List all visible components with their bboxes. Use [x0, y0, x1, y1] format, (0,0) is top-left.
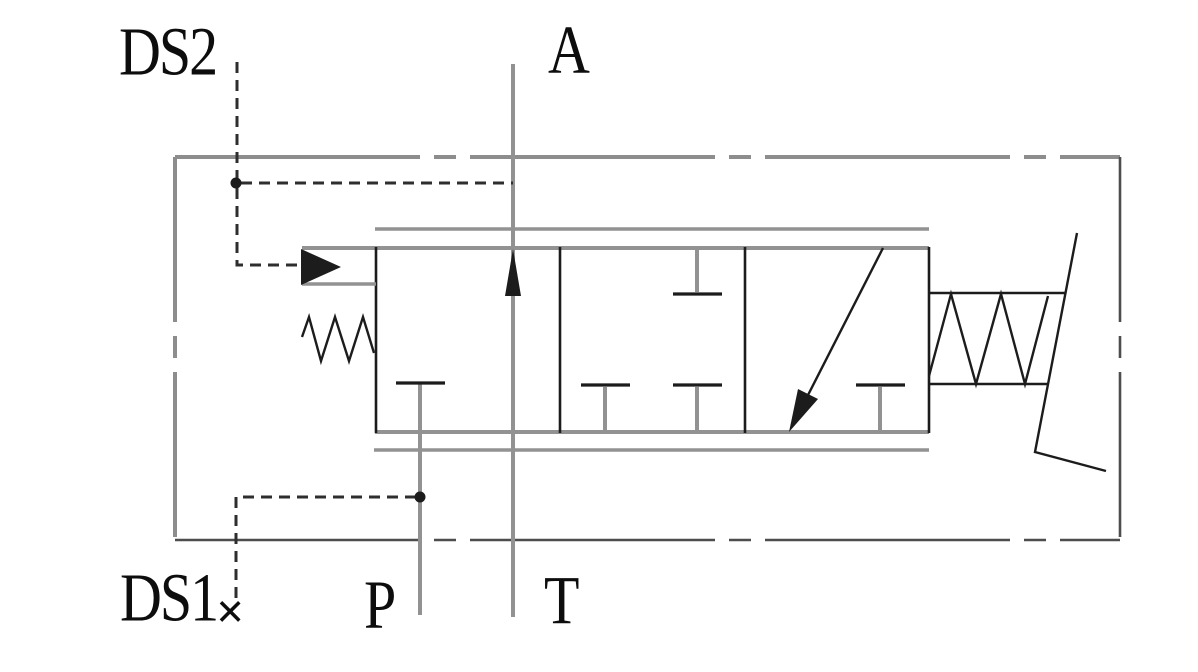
label-port-a: A — [548, 11, 590, 88]
pilot-control-lines — [230, 62, 513, 598]
label-port-t: T — [544, 562, 579, 639]
label-ds2: DS2 — [119, 13, 218, 90]
spool-position-3 — [789, 247, 905, 432]
label-ds1: DS1 — [120, 559, 219, 636]
enclosure-border — [173, 155, 1122, 542]
plug-cross-icon: × — [216, 583, 245, 639]
right-spring-icon — [927, 289, 1050, 389]
flow-up-arrow-icon — [505, 249, 521, 296]
spring-lever-actuator — [927, 232, 1107, 473]
port-lines — [418, 64, 515, 617]
channel-rails — [374, 227, 929, 452]
left-spring-icon — [300, 312, 376, 366]
valve-body — [302, 246, 931, 434]
ds2-pilot-line — [235, 62, 297, 267]
lever-icon — [1033, 232, 1107, 473]
diagonal-arrowhead-icon — [789, 389, 818, 432]
spool-position-2 — [581, 249, 722, 431]
ds1-pilot-line — [234, 495, 416, 598]
pilot-actuator — [300, 249, 376, 366]
diagonal-flow-line — [804, 247, 885, 400]
spool-position-1 — [396, 249, 521, 385]
junction-dot — [414, 491, 426, 503]
pilot-pressure-arrow-icon — [301, 249, 341, 285]
label-port-p: P — [364, 566, 396, 643]
junction-dot — [230, 177, 242, 189]
